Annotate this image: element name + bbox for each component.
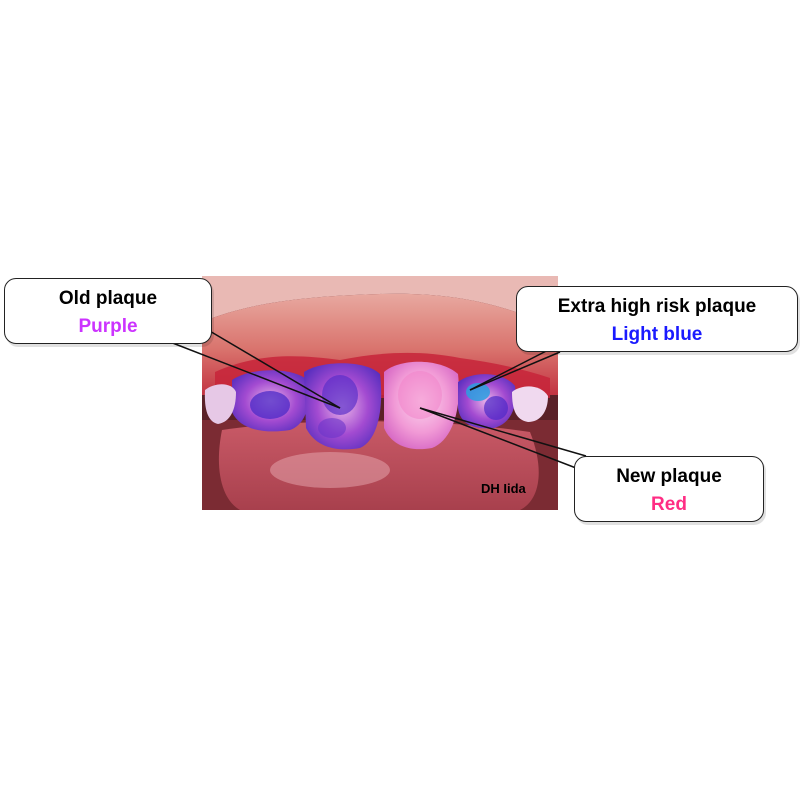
tooth-far-right bbox=[512, 386, 548, 422]
callout-color-label: Red bbox=[651, 494, 687, 515]
upper-lip bbox=[202, 276, 558, 330]
plaque-red-spot bbox=[398, 371, 442, 419]
leader-line-old bbox=[169, 341, 341, 409]
leader-line-old bbox=[207, 329, 341, 409]
plaque-purple-spot bbox=[250, 391, 290, 419]
callout-title: Old plaque bbox=[58, 288, 158, 309]
plaque-purple-spot bbox=[484, 396, 508, 420]
plaque-lightblue-spot bbox=[466, 383, 490, 401]
callout-title: New plaque bbox=[616, 466, 722, 487]
tooth-far-left bbox=[204, 384, 236, 424]
plaque-purple-spot bbox=[318, 418, 346, 438]
callout-color-label: Light blue bbox=[611, 324, 703, 345]
tongue-highlight bbox=[270, 452, 390, 488]
leader-line-new bbox=[419, 407, 577, 469]
callout-color-label: Purple bbox=[78, 316, 138, 337]
callout-old-plaque: Old plaque Purple bbox=[4, 278, 212, 344]
callout-extra-high-risk-plaque: Extra high risk plaque Light blue bbox=[516, 286, 798, 352]
plaque-purple-spot bbox=[322, 375, 358, 415]
photo-credit: DH Iida bbox=[481, 481, 526, 496]
leader-line-extra bbox=[469, 351, 561, 391]
leader-line-new bbox=[419, 407, 587, 457]
callout-new-plaque: New plaque Red bbox=[574, 456, 764, 522]
callout-title: Extra high risk plaque bbox=[557, 296, 757, 317]
